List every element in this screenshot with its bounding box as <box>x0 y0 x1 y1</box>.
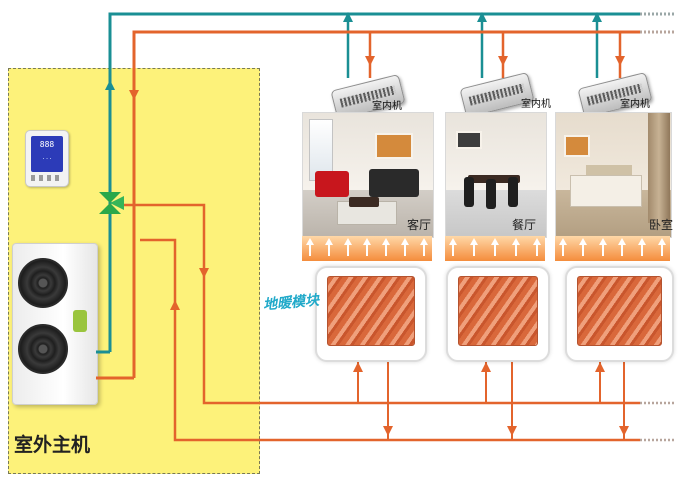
outdoor-unit-label: 室外主机 <box>14 434 91 456</box>
outdoor-heat-pump-unit <box>12 243 98 405</box>
arrow-up-module-1 <box>353 362 363 372</box>
heat-rise-arrow-icon <box>512 238 520 256</box>
arrow-down-return-main <box>129 90 139 100</box>
heat-rise-arrow-icon <box>578 238 587 256</box>
heat-rise-arrow-icon <box>306 238 314 256</box>
arrow-up-supply-1 <box>343 12 353 22</box>
arrow-down-return-1 <box>365 56 375 66</box>
heat-rise-arrow-icon <box>533 238 541 256</box>
fan-grille-top <box>18 258 68 308</box>
living-room-image <box>302 112 434 238</box>
arrow-down-return-3 <box>615 56 625 66</box>
heat-rise-arrow-icon <box>344 238 352 256</box>
heat-rise-arrow-icon <box>470 238 478 256</box>
arrow-down-module-2 <box>507 426 517 436</box>
thermostat-screen: 888 ... <box>31 136 63 172</box>
room-label-living: 客厅 <box>407 218 432 232</box>
arrow-up-module-3 <box>595 362 605 372</box>
floor-heating-module-1 <box>315 266 427 362</box>
room-label-bedroom: 卧室 <box>649 218 674 232</box>
heat-rise-arrow-icon <box>638 238 647 256</box>
heat-rise-arrow-icon <box>559 238 567 256</box>
fan-grille-bottom <box>18 324 68 374</box>
indoor-unit-label-1: 室内机 <box>372 101 402 112</box>
bedroom-image <box>555 112 672 238</box>
heat-rise-arrow-icon <box>598 238 607 256</box>
thermostat-subtext: ... <box>41 154 53 161</box>
arrow-up-floor-return <box>170 300 180 310</box>
room-label-dining: 餐厅 <box>512 218 537 232</box>
floor-heating-module-2 <box>446 266 550 362</box>
arrow-down-module-1 <box>383 426 393 436</box>
brand-logo <box>73 310 87 332</box>
thermostat-buttons <box>31 175 63 181</box>
indoor-unit-label-2: 室内机 <box>521 99 551 110</box>
thermostat-display: 888 <box>39 140 55 149</box>
floor-return-pipe <box>140 238 640 442</box>
arrow-down-floor-supply <box>199 268 209 278</box>
heat-rise-arrow-icon <box>325 238 333 256</box>
floor-supply-pipe <box>120 203 640 405</box>
supply-pipe-main <box>108 12 640 352</box>
heat-rise-arrow-icon <box>382 238 390 256</box>
arrow-down-module-3 <box>619 426 629 436</box>
return-pipe-top <box>132 30 640 378</box>
heat-rise-arrow-icon <box>363 238 371 256</box>
arrow-up-supply-main <box>105 80 115 90</box>
heat-rise-arrow-icon <box>491 238 499 256</box>
heat-rise-arrow-icon <box>618 238 627 256</box>
floor-heating-module-3 <box>565 266 674 362</box>
three-way-valve-icon <box>99 192 124 214</box>
arrow-down-return-2 <box>498 56 508 66</box>
heat-rise-arrow-icon <box>449 238 457 256</box>
heat-rise-arrow-icon <box>401 238 409 256</box>
heat-rise-arrow-icon <box>420 238 428 256</box>
heat-strip-3 <box>555 236 670 261</box>
indoor-unit-label-3: 室内机 <box>620 99 650 110</box>
arrow-up-supply-3 <box>592 12 602 22</box>
flow-arrows <box>105 12 629 436</box>
arrow-up-module-2 <box>481 362 491 372</box>
arrow-up-supply-2 <box>477 12 487 22</box>
dining-room-image <box>445 112 547 238</box>
heat-rise-arrow-icon <box>658 238 666 256</box>
thermostat-controller: 888 ... <box>25 130 69 187</box>
